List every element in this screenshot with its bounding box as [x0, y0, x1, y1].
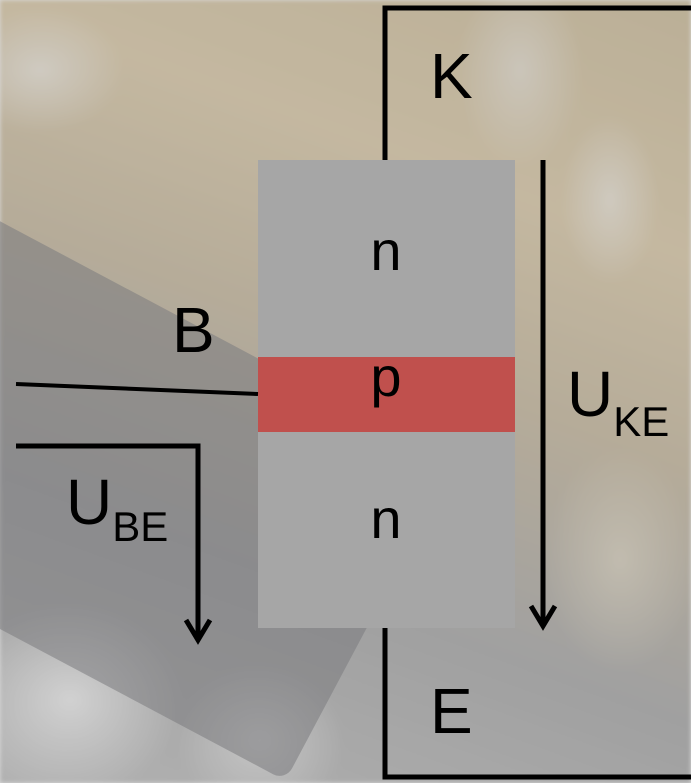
emitter-wire: [382, 628, 691, 780]
u-be-label: UBE: [66, 466, 168, 550]
p-layer: [258, 357, 515, 432]
collector-wire: [382, 5, 691, 160]
n-layer-top: [258, 160, 515, 357]
u-be-subscript: BE: [112, 503, 168, 550]
n-layer-bottom-label: n: [370, 487, 401, 550]
collector-label: K: [430, 40, 473, 112]
u-ke-arrowhead: [528, 604, 558, 631]
u-ke-label: UKE: [567, 358, 669, 445]
u-be-arrowhead: [183, 618, 213, 645]
u-ke-subscript: KE: [613, 398, 669, 445]
n-layer-top-label: n: [370, 219, 401, 282]
emitter-label: E: [430, 675, 473, 747]
n-layer-bottom: [258, 432, 515, 628]
p-layer-label: p: [370, 345, 401, 408]
u-be-main: U: [66, 466, 112, 538]
u-be-arrow-line: [16, 443, 201, 638]
u-ke-main: U: [567, 358, 613, 430]
base-label: B: [172, 294, 215, 366]
base-wire: [15, 382, 259, 396]
